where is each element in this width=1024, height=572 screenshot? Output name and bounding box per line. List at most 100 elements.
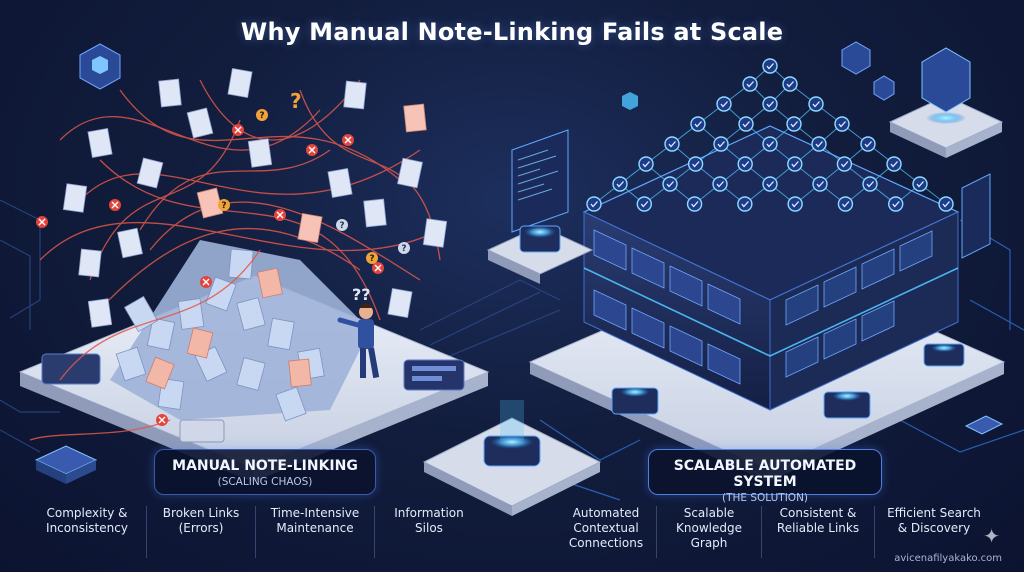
floating-documents: [62, 67, 448, 328]
check-node-icon: [912, 176, 928, 192]
problem-item: Broken Links (Errors): [146, 506, 255, 558]
check-node-icon: [586, 196, 602, 212]
error-x-icon: [200, 276, 212, 288]
check-node-icon: [787, 196, 803, 212]
check-node-icon: [836, 156, 853, 172]
check-node-icon: [662, 176, 678, 192]
check-node-icon: [712, 176, 728, 192]
svg-text:?: ?: [401, 244, 406, 254]
glowing-cube-icon: [79, 43, 121, 90]
check-mark: [766, 181, 774, 188]
question-icon: ?: [398, 242, 410, 254]
error-x-icon: [342, 134, 354, 146]
right-devices: [486, 41, 1004, 435]
check-node-icon: [786, 116, 802, 132]
document-icon: [297, 212, 323, 244]
knowledge-graph: [586, 58, 954, 212]
check-node-icon: [687, 156, 704, 172]
check-mark: [815, 141, 823, 148]
question-icon: ?: [336, 219, 348, 231]
document-icon: [343, 80, 367, 110]
document-icon: [78, 248, 102, 278]
left-front-device: [34, 445, 98, 484]
solution-item: Scalable Knowledge Graph: [656, 506, 761, 558]
check-node-icon: [787, 156, 803, 172]
check-mark: [766, 63, 774, 70]
check-mark: [694, 121, 702, 128]
check-mark: [812, 101, 820, 108]
document-icon: [87, 298, 113, 328]
document-icon: [363, 198, 387, 228]
check-mark: [840, 161, 849, 168]
check-mark: [791, 161, 799, 168]
check-mark: [916, 181, 924, 188]
error-x-icon: [156, 414, 168, 426]
solution-item: Automated Contextual Connections: [568, 506, 644, 550]
check-node-icon: [690, 116, 706, 132]
check-node-icon: [737, 196, 753, 212]
check-mark: [866, 181, 874, 188]
left-panel-title: MANUAL NOTE-LINKING: [172, 458, 358, 474]
check-node-icon: [808, 96, 824, 112]
check-node-icon: [713, 136, 729, 152]
document-icon: [227, 67, 253, 99]
right-panel-title: SCALABLE AUTOMATED SYSTEM: [673, 458, 857, 490]
check-node-icon: [860, 136, 876, 152]
page-title: Why Manual Note-Linking Fails at Scale: [240, 18, 784, 46]
check-node-icon: [762, 96, 778, 112]
check-node-icon: [737, 156, 753, 172]
check-mark: [841, 201, 850, 208]
right-panel-label: SCALABLE AUTOMATED SYSTEM (THE SOLUTION): [648, 449, 882, 504]
question-markers: ? ? ? ? ?: [218, 109, 410, 264]
check-mark: [642, 161, 650, 168]
check-node-icon: [686, 196, 703, 212]
check-mark: [790, 121, 798, 128]
left-panel-subtitle: (SCALING CHAOS): [217, 476, 313, 488]
check-mark: [640, 201, 649, 208]
right-solutions-row: Automated Contextual Connections Scalabl…: [556, 506, 996, 558]
problem-item: Information Silos: [374, 506, 483, 558]
floating-documents-pink: [196, 103, 427, 244]
left-panel-label: MANUAL NOTE-LINKING (SCALING CHAOS): [154, 449, 376, 495]
check-node-icon: [664, 136, 680, 152]
document-icon: [87, 127, 113, 159]
svg-text:?: ?: [259, 111, 264, 121]
watermark: avicenafilyakako.com: [894, 553, 1002, 564]
error-markers: [36, 124, 384, 426]
sparkle-icon: ✦: [983, 524, 1000, 548]
floating-question-mark: ?: [290, 89, 302, 113]
problem-item: Complexity & Inconsistency: [46, 506, 128, 535]
problem-item: Time-Intensive Maintenance: [255, 506, 374, 558]
document-icon: [327, 167, 353, 199]
left-platform-devices: [41, 353, 465, 443]
check-mark: [716, 181, 724, 188]
document-icon: [117, 227, 143, 259]
solution-item: Consistent & Reliable Links: [761, 506, 874, 558]
check-node-icon: [636, 196, 652, 212]
check-node-icon: [738, 116, 754, 132]
check-node-icon: [837, 196, 854, 212]
check-node-icon: [762, 58, 778, 74]
svg-text:?: ?: [221, 201, 226, 211]
document-icon: [196, 187, 224, 219]
check-mark: [717, 141, 725, 148]
check-mark: [786, 81, 794, 88]
error-x-icon: [109, 199, 121, 211]
check-node-icon: [742, 76, 758, 92]
check-mark: [892, 201, 900, 208]
error-x-icon: [306, 144, 318, 156]
right-panel-subtitle: (THE SOLUTION): [721, 492, 809, 504]
question-icon: ?: [256, 109, 268, 121]
check-mark: [668, 141, 676, 148]
center-pedestal: [422, 400, 602, 516]
check-mark: [741, 201, 749, 208]
check-node-icon: [762, 176, 778, 192]
error-x-icon: [372, 262, 384, 274]
left-problems-row: Complexity & Inconsistency Broken Links …: [28, 506, 488, 558]
check-mark: [766, 141, 774, 148]
check-node-icon: [811, 136, 827, 152]
chaotic-links: [29, 79, 441, 441]
solution-item: Efficient Search & Discovery: [874, 506, 993, 558]
check-mark: [692, 161, 700, 168]
check-mark: [590, 201, 598, 208]
